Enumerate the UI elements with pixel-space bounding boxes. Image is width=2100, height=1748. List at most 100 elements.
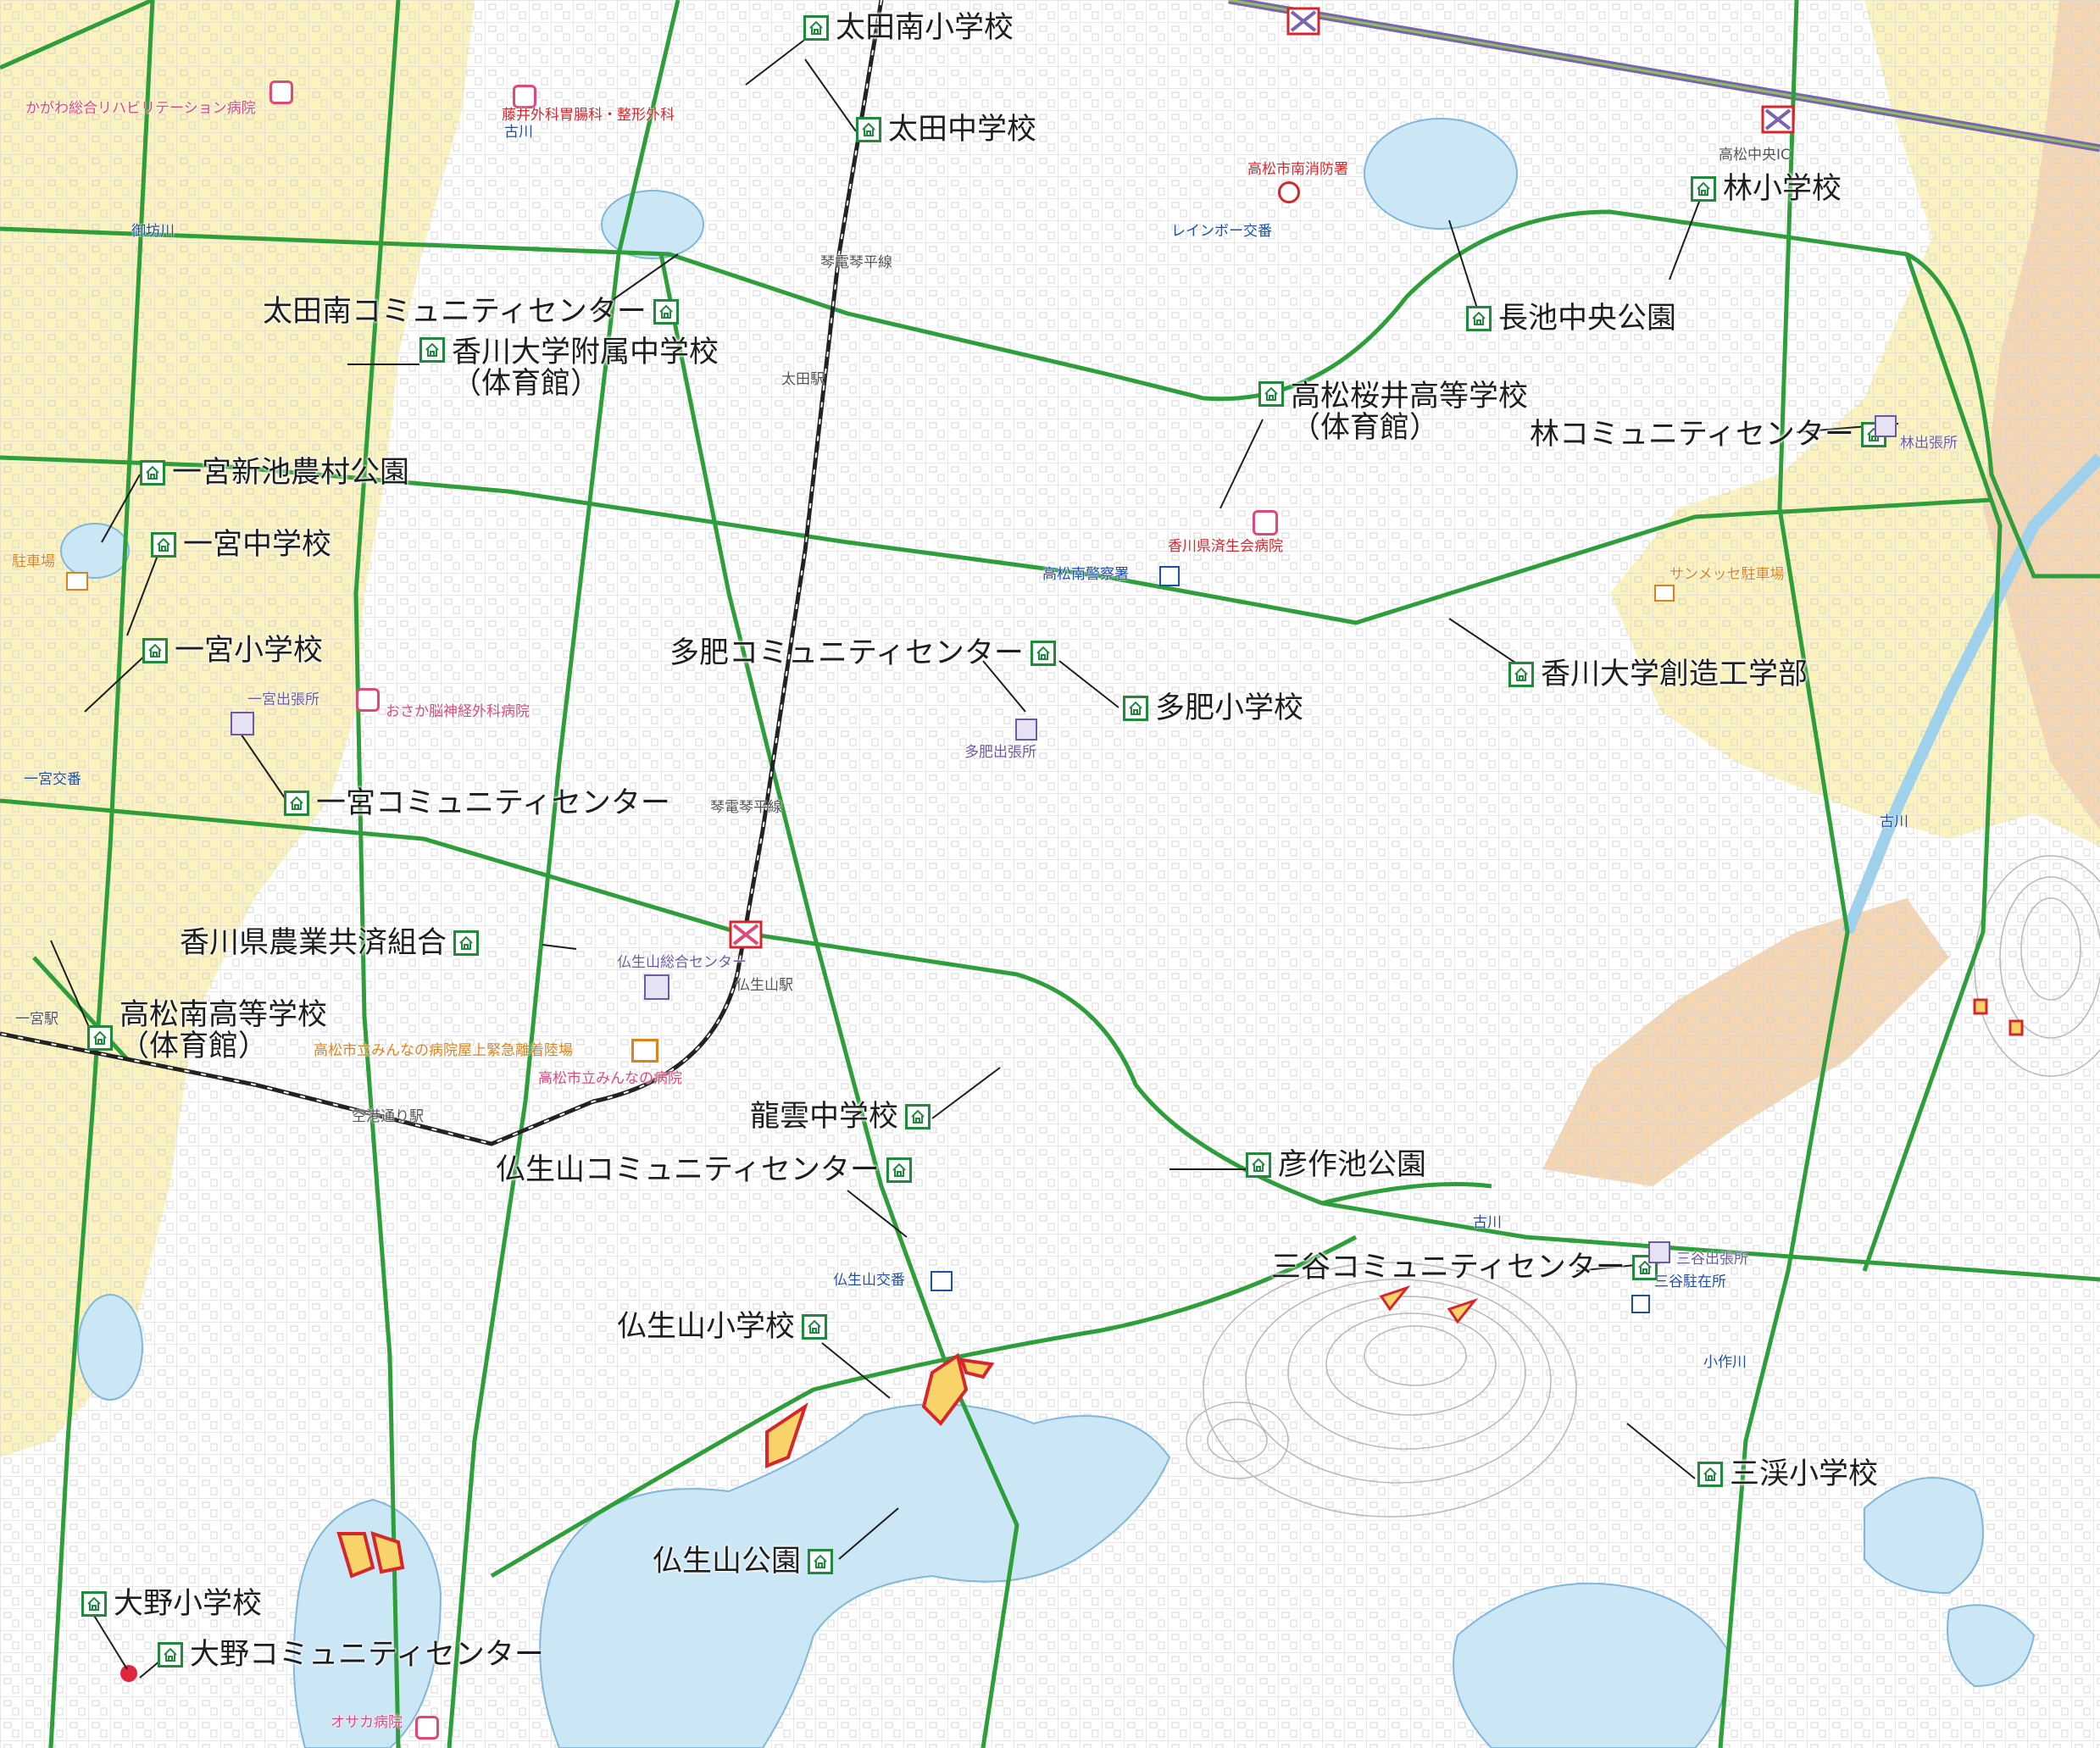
hospital-icon <box>356 688 380 712</box>
shelter-label: 三渓小学校 <box>1730 1457 1879 1491</box>
police-box-rainbow-label[interactable]: レインボー交番 <box>1171 223 1272 240</box>
shelter-ota-minami-es[interactable]: 太田南小学校 <box>803 13 1014 44</box>
police-mitani-label[interactable]: 三谷駐在所 <box>1654 1274 1726 1290</box>
branch-ichinomiya-label[interactable]: 一宮出張所 <box>247 691 319 708</box>
sunmesse-parking-label[interactable]: サンメッセ駐車場 <box>1669 566 1785 583</box>
police-station-label[interactable]: 高松南警察署 <box>1042 566 1129 583</box>
shelter-kagawa-univ-eng[interactable]: 香川大学創造工学部 <box>1508 659 1808 691</box>
shelter-tahi-cc[interactable]: 多肥コミュニティセンター <box>669 638 1056 669</box>
station-label: 太田駅 <box>781 371 825 388</box>
shelter-ichinomiya-es[interactable]: 一宮小学校 <box>142 635 323 667</box>
hospital-fujii-label[interactable]: 藤井外科胃腸科・整形外科 <box>502 107 675 124</box>
branch-hayashi-label[interactable]: 林出張所 <box>1900 435 1958 452</box>
shelter-ono-cc[interactable]: 大野コミュニティセンター <box>158 1640 544 1671</box>
shelter-icon <box>419 337 445 363</box>
hospital-kagawa-rehab-label[interactable]: かがわ総合リハビリテーション病院 <box>25 100 256 117</box>
branch-office-icon <box>1648 1241 1670 1263</box>
hospital-saiseikai-label[interactable]: 香川県済生会病院 <box>1168 538 1283 555</box>
police-station-icon <box>1159 566 1180 586</box>
shelter-label: 林小学校 <box>1723 172 1842 206</box>
river-label: 御坊川 <box>131 223 175 240</box>
shelter-takamatsu-minami-hs[interactable]: 高松南高等学校（体育館） <box>87 1000 327 1063</box>
shelter-hayashi-cc[interactable]: 林コミュニティセンター <box>1530 419 1886 451</box>
police-box-bussyozan-label[interactable]: 仏生山交番 <box>833 1272 905 1289</box>
shelter-ono-es[interactable]: 大野小学校 <box>81 1589 262 1620</box>
shelter-label: 一宮中学校 <box>183 528 332 562</box>
pond-sw <box>77 1294 143 1401</box>
community-center-icon <box>644 974 669 1000</box>
shelter-icon <box>1631 1255 1658 1281</box>
shelter-ichinomiya-shinike-park[interactable]: 一宮新池農村公園 <box>140 458 409 489</box>
station-label: 一宮駅 <box>15 1011 58 1028</box>
hospital-icon <box>513 85 536 108</box>
shelter-label: 一宮小学校 <box>175 634 324 668</box>
police-box-ichinomiya-label[interactable]: 一宮交番 <box>24 771 81 788</box>
shelter-label: 林コミュニティセンター <box>1530 418 1854 452</box>
shelter-sakurai-hs[interactable]: 高松桜井高等学校（体育館） <box>1258 381 1528 444</box>
shelter-icon <box>802 1314 828 1340</box>
shelter-ja-kagawa[interactable]: 香川県農業共済組合 <box>180 928 480 959</box>
station-label: 空港通り駅 <box>352 1108 424 1125</box>
shelter-bussyozan-cc[interactable]: 仏生山コミュニティセンター <box>496 1155 912 1186</box>
pond-south <box>1453 1582 1731 1748</box>
railway-label: 琴電琴平線 <box>820 254 892 271</box>
branch-tahi-label[interactable]: 多肥出張所 <box>964 744 1036 761</box>
current-location-dot <box>120 1665 137 1682</box>
railway-label: 琴電琴平線 <box>710 799 782 816</box>
fire-station-icon <box>1278 181 1300 203</box>
shelter-ota-jhs[interactable]: 太田中学校 <box>856 114 1036 146</box>
shelter-icon <box>1466 306 1492 332</box>
hospital-minna-label[interactable]: 高松市立みんなの病院 <box>538 1070 682 1087</box>
shelter-bussyozan-park[interactable]: 仏生山公園 <box>653 1546 834 1578</box>
hospital-osaka-neuro-label[interactable]: おさか脳神経外科病院 <box>386 703 530 720</box>
shelter-icon <box>87 1025 113 1051</box>
shelter-label: 三谷コミュニティセンター <box>1271 1251 1625 1285</box>
parking-icon <box>1654 585 1675 602</box>
pond-ota <box>601 190 704 259</box>
branch-mitani-label[interactable]: 三谷出張所 <box>1676 1251 1748 1268</box>
river-label: 古川 <box>1880 813 1908 830</box>
shelter-icon <box>142 638 168 664</box>
shelter-ryoun-jhs[interactable]: 龍雲中学校 <box>750 1102 931 1133</box>
shelter-ichinomiya-jhs[interactable]: 一宮中学校 <box>151 530 331 561</box>
shelter-label: 大野小学校 <box>114 1587 263 1621</box>
contour-hill-center <box>1186 1262 1577 1518</box>
shelter-label: 香川大学創造工学部 <box>1541 658 1808 691</box>
shelter-label: 大野コミュニティセンター <box>190 1638 544 1672</box>
shelter-label: 多肥小学校 <box>1155 691 1304 725</box>
parking-label[interactable]: 駐車場 <box>12 553 55 570</box>
shelter-icon <box>1691 176 1716 203</box>
heliport-label[interactable]: 高松市立みんなの病院屋上緊急離着陸場 <box>314 1042 573 1059</box>
shelter-ichinomiya-cc[interactable]: 一宮コミュニティセンター <box>284 788 670 819</box>
shelter-hikosaku-park[interactable]: 彦作池公園 <box>1246 1150 1426 1181</box>
bussyozan-center-label[interactable]: 仏生山総合センター <box>617 954 747 971</box>
shelter-icon <box>905 1104 931 1130</box>
shelter-label: 一宮コミュニティセンター <box>316 786 670 820</box>
fire-station-label[interactable]: 高松市南消防署 <box>1247 161 1348 178</box>
shelter-icon <box>653 299 679 325</box>
leader-lines <box>50 29 1899 1679</box>
shelter-hayashi-es[interactable]: 林小学校 <box>1691 174 1842 205</box>
parking-icon <box>66 572 88 591</box>
shelter-icon <box>81 1591 107 1618</box>
shelter-tahi-es[interactable]: 多肥小学校 <box>1123 693 1303 724</box>
shelter-nagaike-park[interactable]: 長池中央公園 <box>1466 303 1676 335</box>
pond-bussyozan <box>539 1403 1171 1748</box>
river-label: 小作川 <box>1703 1354 1747 1371</box>
shelter-label: 仏生山コミュニティセンター <box>496 1153 880 1187</box>
police-box-icon <box>1631 1295 1650 1313</box>
shelter-bussyozan-es[interactable]: 仏生山小学校 <box>617 1312 828 1343</box>
river-label: 古川 <box>504 124 533 141</box>
shelter-sankei-es[interactable]: 三渓小学校 <box>1697 1459 1878 1490</box>
hospital-osaka-label[interactable]: オサカ病院 <box>331 1714 403 1731</box>
shelter-label: 高松南高等学校 <box>119 998 328 1032</box>
shelter-icon <box>808 1549 834 1575</box>
shelter-kagawa-univ-jhs[interactable]: 香川大学附属中学校（体育館） <box>419 337 719 400</box>
shelter-mitani-cc[interactable]: 三谷コミュニティセンター <box>1271 1252 1658 1284</box>
ic-label: 高松中央IC <box>1719 147 1791 164</box>
shelter-ota-minami-cc[interactable]: 太田南コミュニティセンター <box>263 297 679 328</box>
interchange-markers <box>729 7 1795 949</box>
shelter-icon <box>1030 641 1056 667</box>
shelter-sublabel: （体育館） <box>1291 410 1440 445</box>
